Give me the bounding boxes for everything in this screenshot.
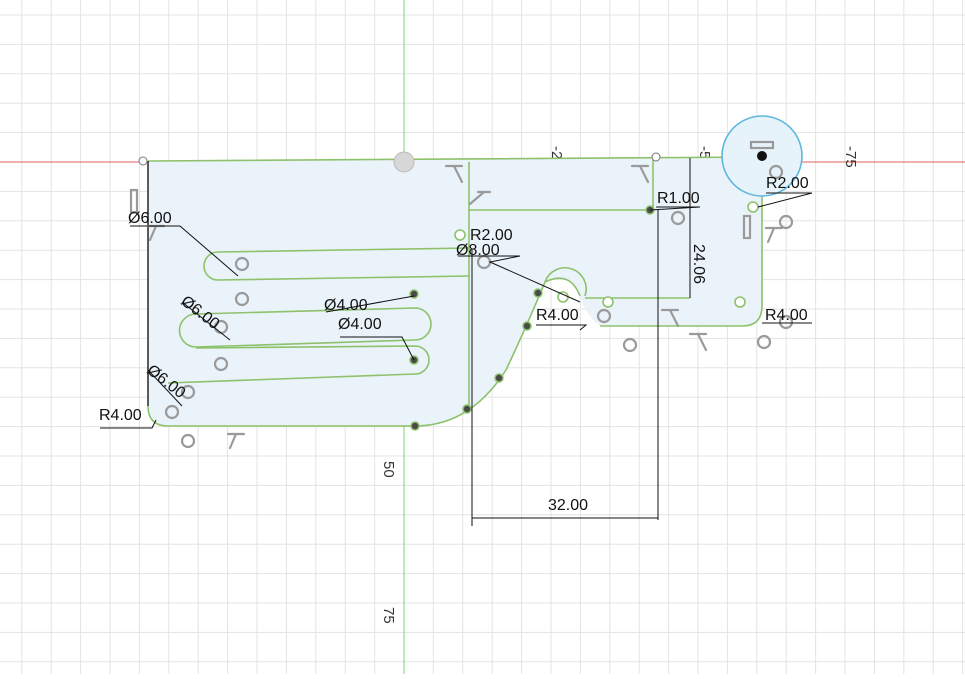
dim-len-24-06[interactable]: 24.06 <box>690 244 707 284</box>
dim-r2-center[interactable]: R2.00 <box>470 227 513 244</box>
middle-arc[interactable] <box>544 267 587 297</box>
horizontal-icon <box>749 140 775 150</box>
inner-step-lines[interactable] <box>468 158 654 405</box>
vertical-icon <box>129 188 139 214</box>
vertical-icon <box>742 214 752 240</box>
dim-r4-middle[interactable]: R4.00 <box>536 307 579 324</box>
tangent-icon <box>764 226 784 244</box>
corner-point-left[interactable] <box>138 156 148 166</box>
dim-dia-8[interactable]: Ø8.00 <box>456 242 500 259</box>
dim-r4-left[interactable]: R4.00 <box>99 407 142 424</box>
tangent-icon <box>444 164 464 184</box>
tangent-icon <box>630 164 650 184</box>
origin-point <box>393 151 415 173</box>
dim-r2-top-right[interactable]: R2.00 <box>766 175 809 192</box>
dim-dia-4-b[interactable]: Ø4.00 <box>338 316 382 333</box>
dim-len-32[interactable]: 32.00 <box>548 497 588 514</box>
constraint-glyphs <box>129 140 794 450</box>
dim-dia-4-a[interactable]: Ø4.00 <box>324 297 368 314</box>
tangent-icon <box>688 332 708 352</box>
tangent-icon <box>660 308 680 328</box>
sketch-profile[interactable] <box>148 157 762 426</box>
tangent-icon <box>226 432 246 450</box>
axis-label-y-50: 50 <box>380 461 397 478</box>
circle-center-point[interactable] <box>757 151 767 161</box>
dimension-lines <box>100 158 813 526</box>
corner-point-top[interactable] <box>651 152 661 162</box>
dim-dia-6-a[interactable]: Ø6.00 <box>128 210 172 227</box>
slot-middle[interactable] <box>178 307 432 348</box>
axis-label-x-minus-75: -75 <box>842 146 859 168</box>
slot-bottom[interactable] <box>167 345 430 384</box>
axis-label-y-75: 75 <box>380 607 397 624</box>
dim-r1[interactable]: R1.00 <box>657 190 700 207</box>
open-points[interactable] <box>454 201 759 308</box>
dim-r4-right[interactable]: R4.00 <box>765 307 808 324</box>
tangent-icon <box>468 190 492 206</box>
